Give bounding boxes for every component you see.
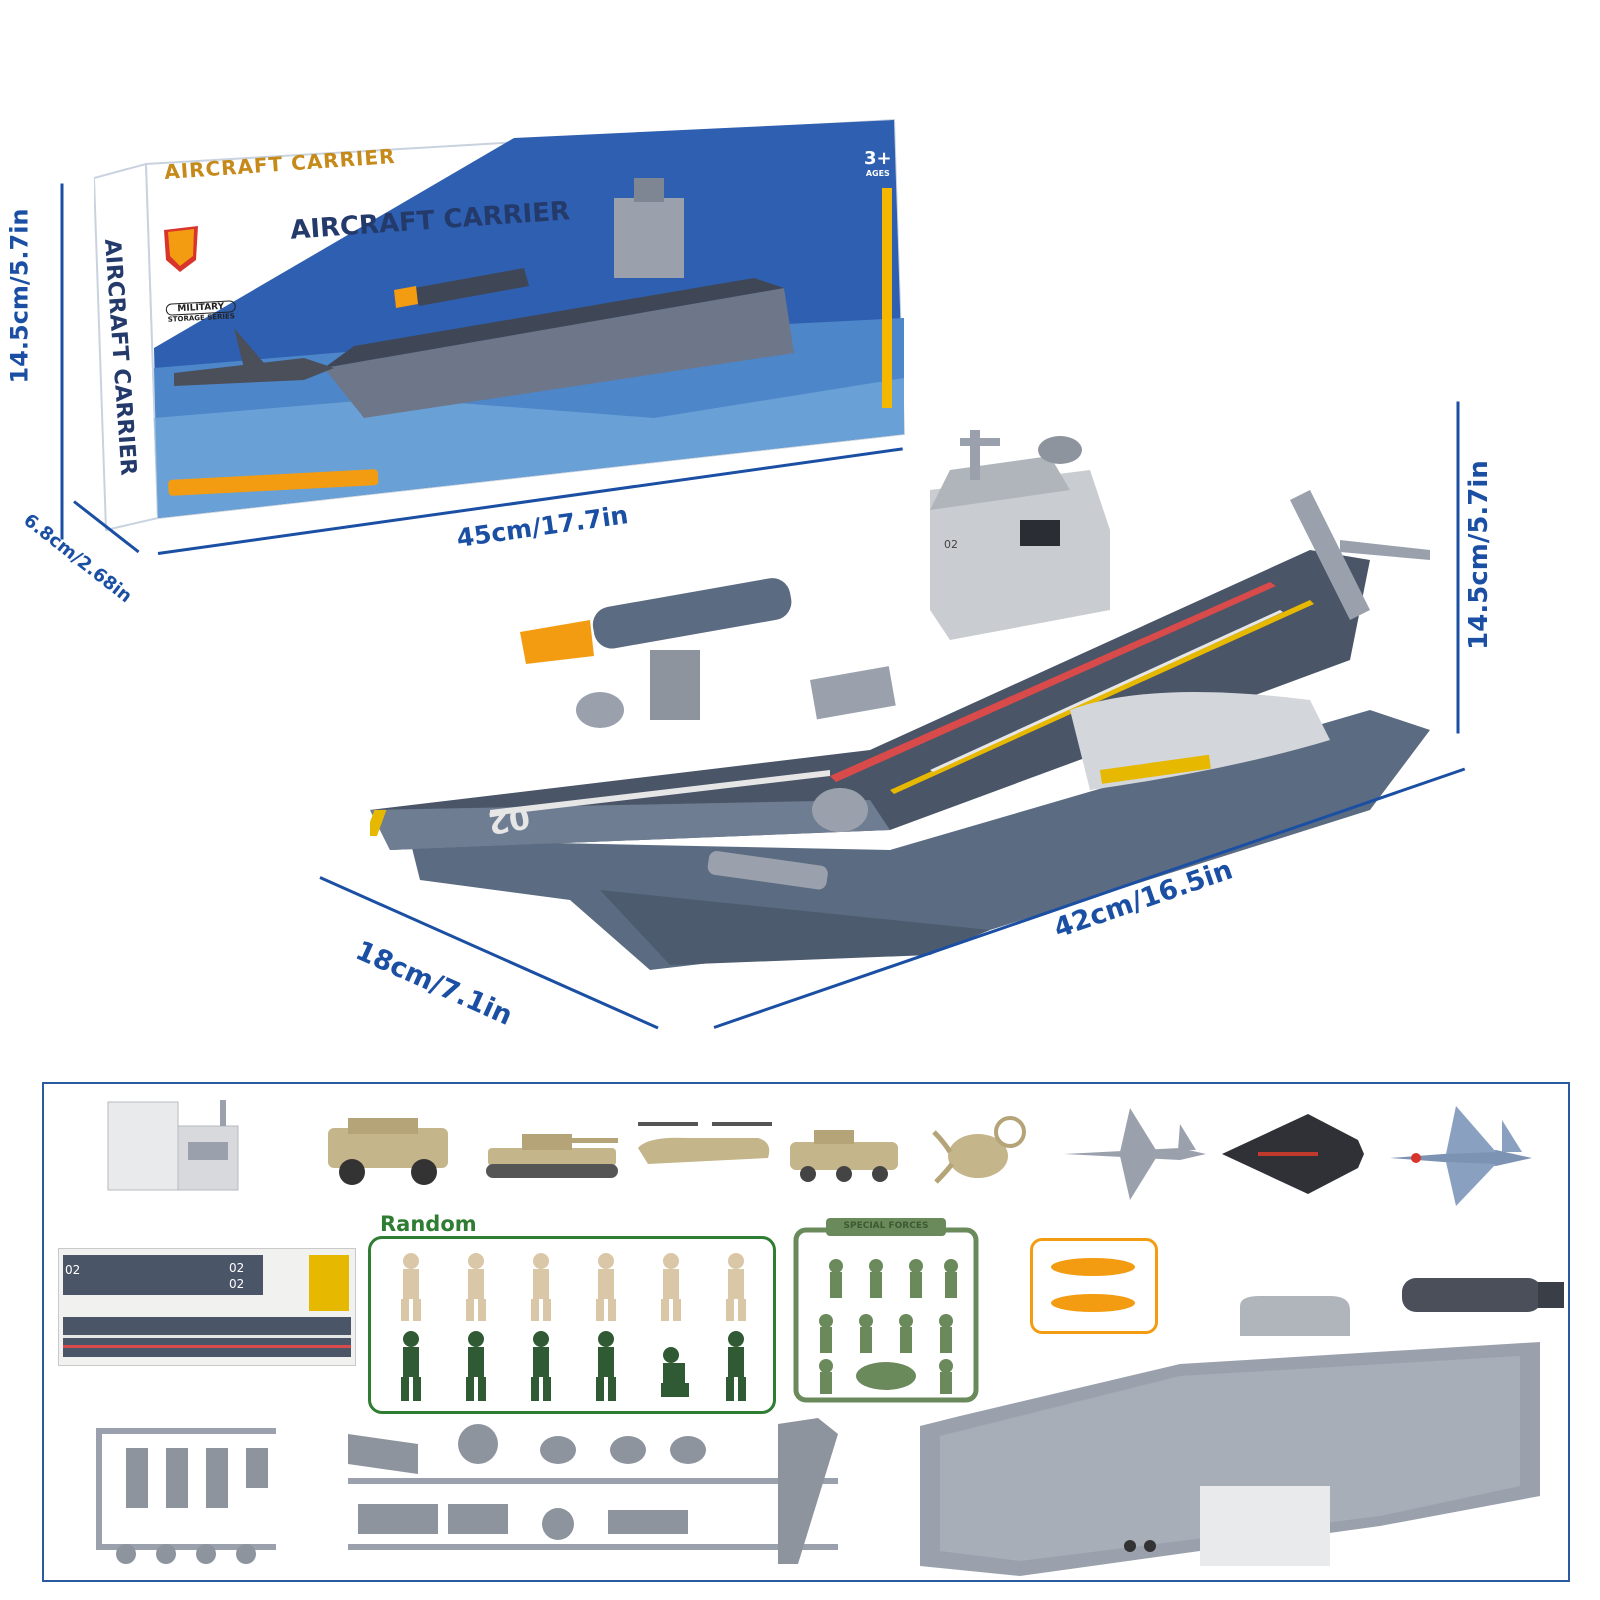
deck-part <box>920 1296 1540 1576</box>
deck-number: 02 <box>485 798 533 841</box>
ship-illustration <box>243 430 1430 970</box>
armored-truck <box>328 1118 448 1185</box>
box-height-label: 14.5cm/5.7in <box>5 208 34 384</box>
box-illustration <box>92 118 906 532</box>
fighter-jet-grey <box>1064 1108 1206 1200</box>
age-sub: AGES <box>865 169 890 178</box>
random-label: Random <box>380 1212 477 1236</box>
missile-sprue <box>1030 1238 1158 1334</box>
soldier-sprue: SPECIAL FORCES <box>786 1216 986 1406</box>
tank <box>486 1134 618 1178</box>
tower-number: 02 <box>944 538 958 551</box>
assembled-ship: 02 02 <box>243 410 1470 970</box>
soldier-box <box>368 1236 776 1414</box>
military-badge: MILITARY STORAGE SERIES <box>165 300 237 324</box>
ship-height-label: 14.5cm/5.7in <box>1463 460 1494 650</box>
sticker-number-1: 02 <box>65 1263 81 1277</box>
grey-sprue-2 <box>348 1418 838 1564</box>
stealth-jet <box>1222 1114 1364 1194</box>
product-box: AIRCRAFT CARRIER AIRCRAFT CARRIER AIRCRA… <box>92 118 914 538</box>
launcher-tube <box>1402 1278 1564 1312</box>
camo-jet <box>1390 1106 1532 1206</box>
tower-part <box>107 1100 239 1191</box>
grey-sprue-1 <box>96 1428 276 1564</box>
age-value: 3+ <box>864 148 892 169</box>
helicopter <box>638 1122 772 1164</box>
soldier-figures <box>401 1253 746 1401</box>
sticker-number-3: 02 <box>229 1277 245 1291</box>
sticker-number-2: 02 <box>229 1261 245 1275</box>
ship-height-line <box>1456 401 1460 734</box>
parts-frame <box>42 1082 1570 1582</box>
amphibious-vehicle <box>790 1130 898 1182</box>
hovercraft <box>932 1116 1026 1184</box>
box-height-line <box>60 183 64 540</box>
age-label: 3+ AGES <box>864 148 892 178</box>
sticker-sheet: 02 02 02 <box>58 1248 356 1366</box>
sprue-label: SPECIAL FORCES <box>843 1221 929 1231</box>
